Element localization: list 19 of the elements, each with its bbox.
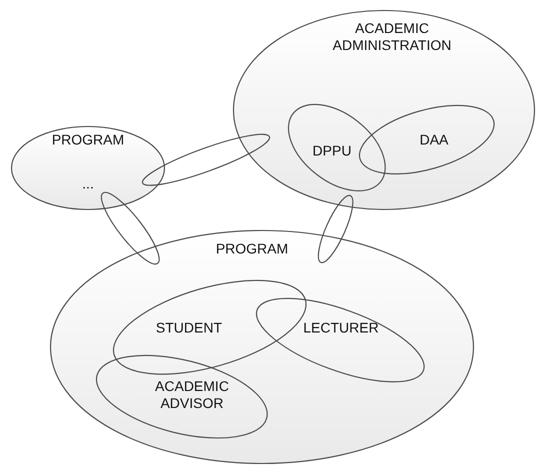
node-label: STUDENT <box>156 319 222 336</box>
node-label: ACADEMIC ADVISOR <box>154 378 230 412</box>
node-label: LECTURER <box>303 319 379 336</box>
link-ellipse <box>142 134 270 186</box>
node-label: DAA <box>420 131 448 148</box>
link-ellipse <box>318 194 354 264</box>
ellipse-node <box>256 298 424 382</box>
ellipse-node <box>233 10 535 210</box>
ellipse-node <box>96 355 268 439</box>
ellipse-node <box>288 104 386 192</box>
node-label: ... <box>82 176 94 192</box>
ellipse-node <box>50 230 474 464</box>
node-label: DPPU <box>312 142 352 160</box>
node-label: ACADEMIC ADMINISTRATION <box>332 20 452 54</box>
link-ellipse <box>100 192 160 264</box>
ellipse-node <box>11 126 165 210</box>
node-label: PROGRAM <box>216 240 288 258</box>
ellipse-node <box>359 105 495 175</box>
node-label: PROGRAM <box>52 132 124 148</box>
